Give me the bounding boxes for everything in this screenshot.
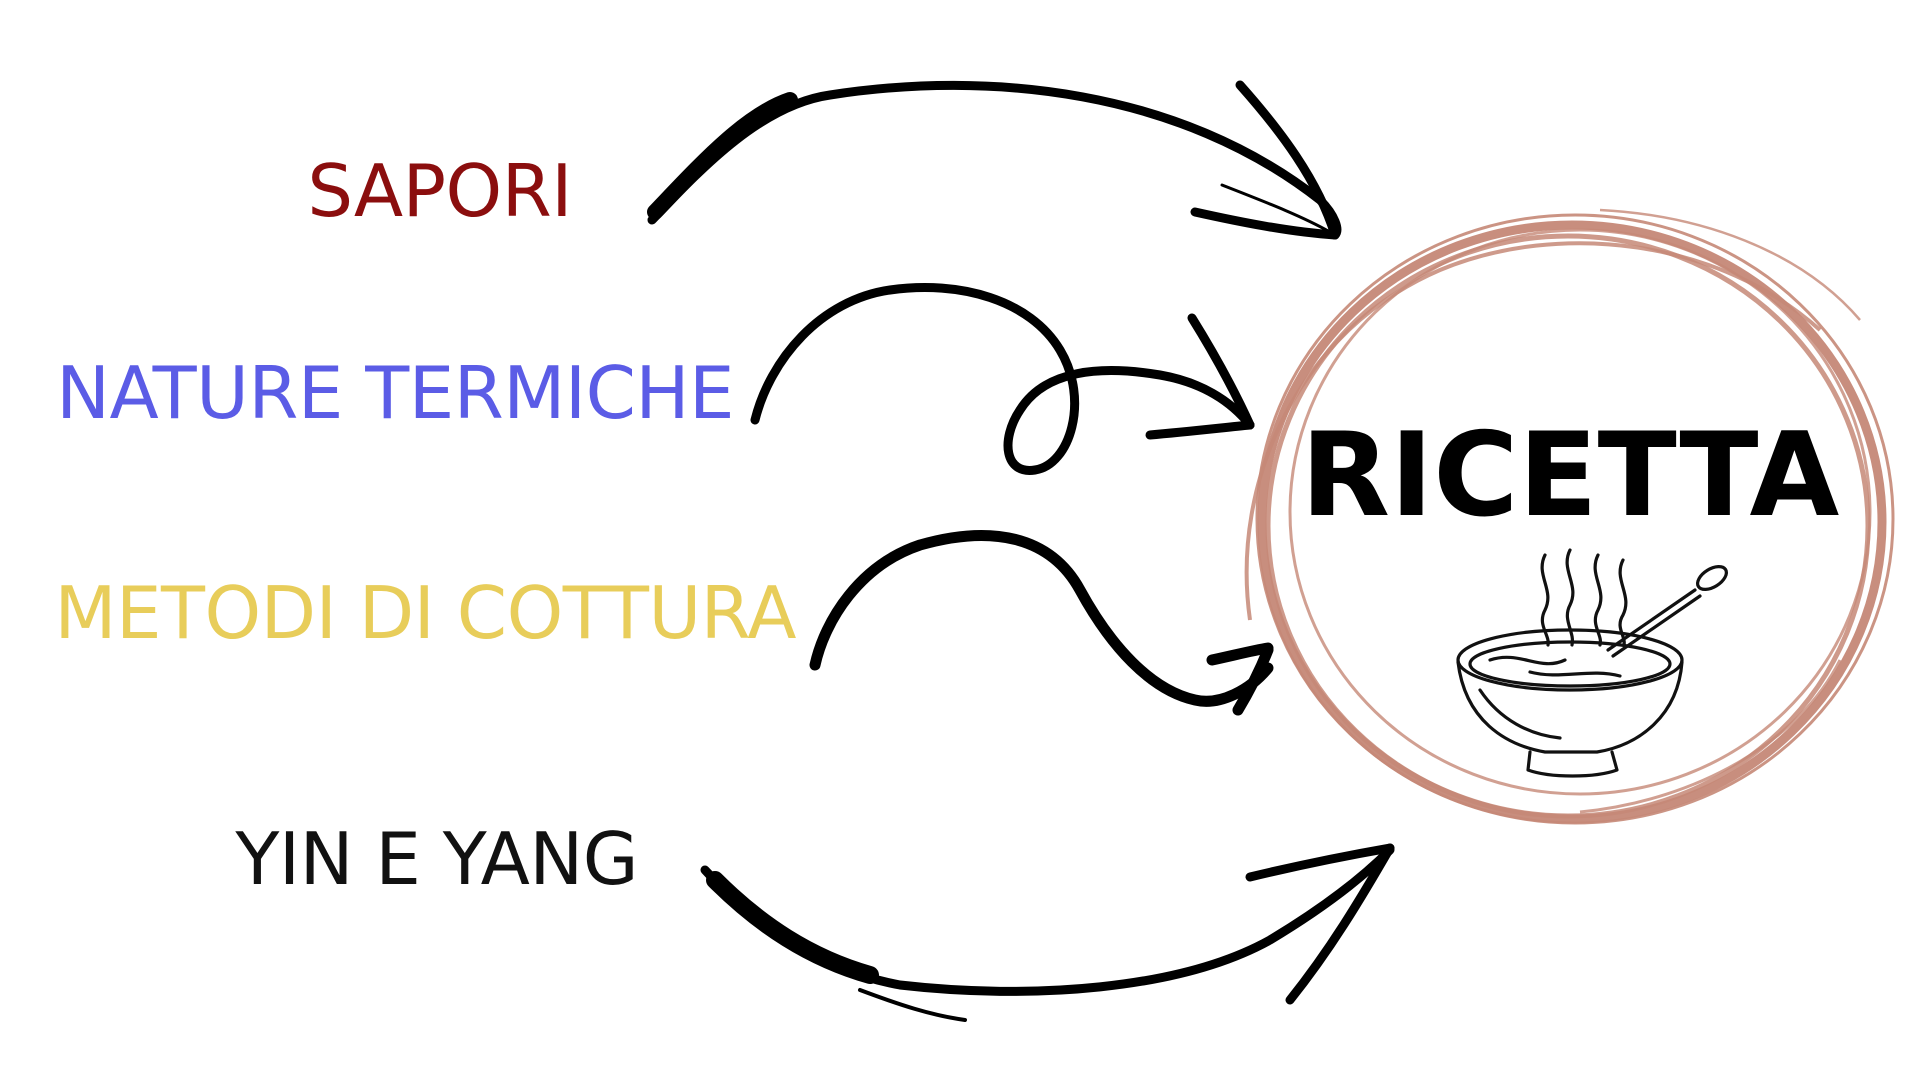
label-yin-e-yang: YIN E YANG [234,817,638,901]
brush-ring [1244,208,1895,825]
arrow-nature-termiche [750,283,1255,475]
center-title: RICETTA [1301,408,1840,543]
label-metodi-di-cottura: METODI DI COTTURA [54,571,796,655]
label-nature-termiche: NATURE TERMICHE [56,351,734,435]
arrow-sapori [647,80,1342,240]
arrow-yin-e-yang [700,843,1395,1022]
label-sapori: SAPORI [307,149,572,233]
soup-bowl-icon [1456,548,1728,778]
arrow-metodi-di-cottura [809,530,1274,716]
